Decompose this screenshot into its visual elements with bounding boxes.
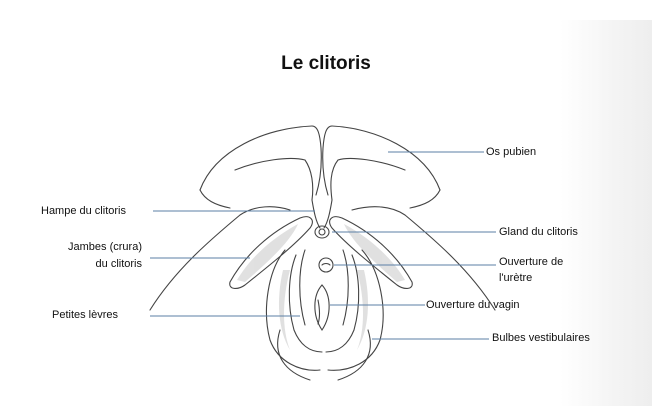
label-petites-levres: Petites lèvres (52, 309, 119, 321)
label-gland: Gland du clitoris (499, 226, 578, 238)
label-vagin: Ouverture du vagin (426, 299, 520, 311)
label-bulbes: Bulbes vestibulaires (492, 332, 590, 344)
diagram-title: Le clitoris (281, 53, 371, 74)
label-os-pubien: Os pubien (486, 146, 537, 158)
anatomy-sketch (149, 125, 496, 381)
label-hampe: Hampe du clitoris (41, 205, 126, 217)
page-edge-shading (560, 20, 652, 406)
label-uretre-line2: l'urètre (499, 272, 533, 284)
label-uretre-line1: Ouverture de (499, 256, 564, 268)
leader-lines (150, 151, 496, 340)
shading (237, 224, 405, 350)
label-jambes-line2: du clitoris (95, 258, 142, 270)
label-jambes-line1: Jambes (crura) (68, 241, 142, 253)
